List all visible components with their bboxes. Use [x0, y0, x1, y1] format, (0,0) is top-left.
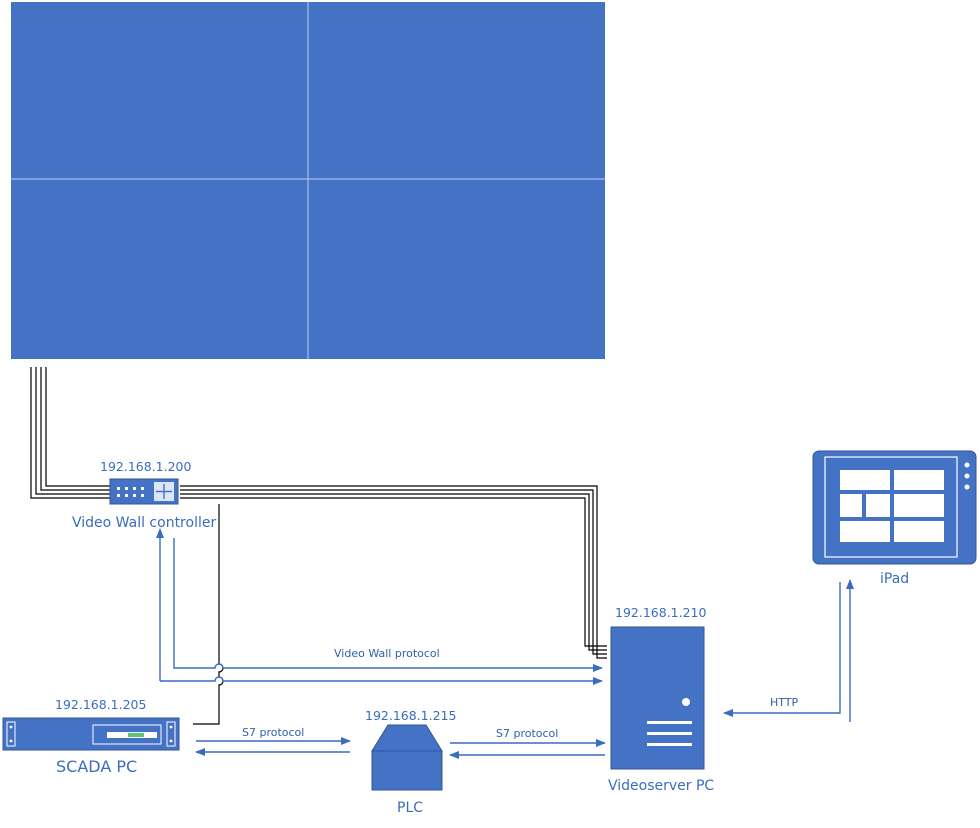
plc-label: PLC	[397, 800, 424, 816]
plc-icon[interactable]	[371, 724, 443, 791]
videoserver-ip: 192.168.1.210	[615, 605, 707, 620]
tablet-icon[interactable]	[812, 450, 977, 565]
video-wall-protocol-label: Video Wall protocol	[334, 647, 440, 660]
controller-label: Video Wall controller	[72, 515, 217, 531]
s7-protocol-left-label: S7 protocol	[242, 726, 305, 739]
video-cable-controller-to-server	[180, 485, 607, 659]
videoserver-label: Videoserver PC	[608, 778, 715, 794]
tower-server-icon[interactable]	[610, 626, 705, 770]
ipad-label: iPad	[880, 571, 910, 587]
s7-protocol-plc-server	[449, 739, 606, 759]
scada-label: SCADA PC	[56, 757, 138, 776]
scada-ip: 192.168.1.205	[55, 697, 147, 712]
controller-ip: 192.168.1.200	[100, 459, 192, 474]
video-wall-protocol-lines	[156, 528, 603, 685]
video-wall	[11, 2, 605, 359]
video-cable-wall-to-controller	[30, 367, 110, 499]
s7-protocol-scada-plc	[195, 737, 351, 756]
network-switch-icon[interactable]	[109, 478, 179, 505]
network-cable-controller-to-scada	[193, 504, 224, 725]
http-label: HTTP	[770, 696, 799, 709]
rack-server-icon[interactable]	[2, 717, 180, 751]
plc-ip: 192.168.1.215	[365, 708, 457, 723]
s7-protocol-right-label: S7 protocol	[496, 727, 559, 740]
http-lines	[723, 579, 854, 722]
